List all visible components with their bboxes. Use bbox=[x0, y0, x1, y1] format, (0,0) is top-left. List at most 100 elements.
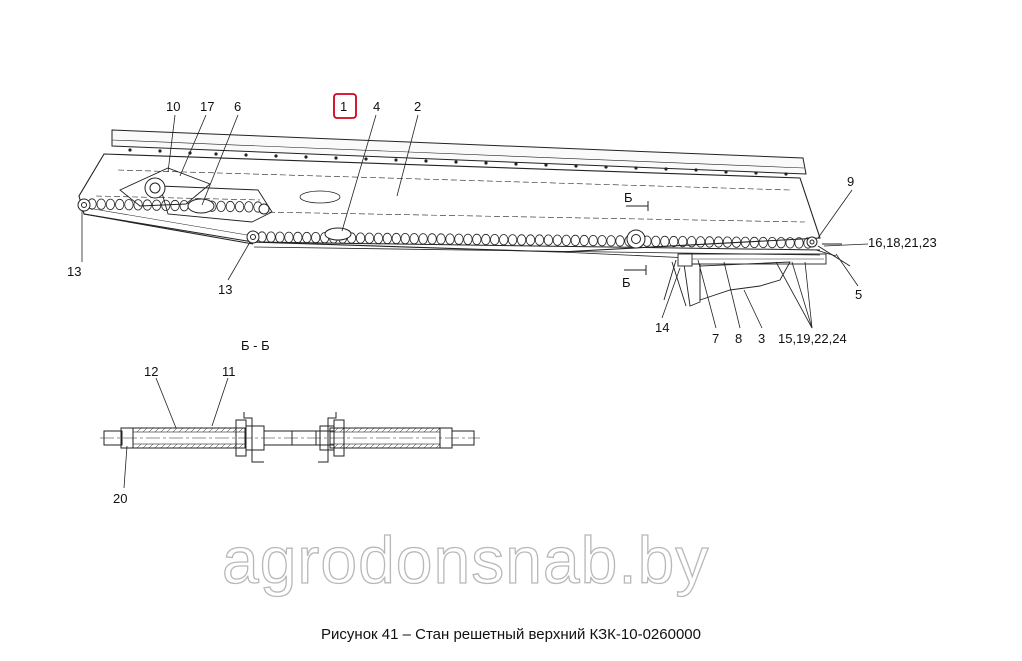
hatch-line bbox=[226, 427, 232, 433]
hatch-line bbox=[357, 443, 363, 449]
hatch-line bbox=[142, 427, 148, 433]
hatch-line bbox=[339, 427, 345, 433]
hatch-line bbox=[190, 443, 196, 449]
hatch-line bbox=[435, 443, 441, 449]
roller bbox=[105, 198, 116, 210]
roller bbox=[490, 234, 500, 246]
section-markers bbox=[624, 201, 649, 275]
roller bbox=[152, 199, 162, 211]
section-marker-top: Б bbox=[624, 190, 633, 205]
hatch-line bbox=[411, 443, 417, 449]
hatch-line bbox=[214, 427, 220, 433]
hatch-line bbox=[220, 443, 226, 449]
hatch-line bbox=[238, 427, 244, 433]
section-marker-bottom: Б bbox=[622, 275, 631, 290]
roller bbox=[400, 233, 410, 245]
roller bbox=[695, 236, 706, 248]
hatch-line bbox=[429, 427, 435, 433]
roller bbox=[115, 198, 125, 211]
hatch-line bbox=[154, 427, 160, 433]
callout-16-18-21-23: 16,18,21,23 bbox=[868, 235, 937, 250]
hatch-line bbox=[166, 443, 172, 449]
roller bbox=[302, 231, 312, 244]
roller bbox=[179, 200, 189, 212]
hatch-line bbox=[208, 443, 214, 449]
hatch-line bbox=[393, 427, 399, 433]
roller bbox=[391, 232, 401, 245]
hatch-line bbox=[208, 427, 214, 433]
roller bbox=[266, 231, 276, 243]
hatch-line bbox=[363, 443, 369, 449]
hatch-line bbox=[339, 443, 345, 449]
roller bbox=[525, 234, 536, 246]
hatch-line bbox=[399, 443, 405, 449]
roller bbox=[767, 237, 777, 249]
shaft-section bbox=[100, 412, 480, 463]
hatch-line bbox=[232, 443, 238, 449]
roller bbox=[516, 234, 527, 246]
hatch-line bbox=[375, 443, 381, 449]
hatch-line bbox=[160, 427, 166, 433]
hatch-line bbox=[399, 427, 405, 433]
roller bbox=[382, 232, 392, 244]
hatch-line bbox=[202, 427, 208, 433]
roller bbox=[651, 235, 661, 247]
hatch-line bbox=[369, 443, 375, 449]
hatch-line bbox=[178, 427, 184, 433]
roller bbox=[499, 234, 509, 246]
hatch-line bbox=[405, 427, 411, 433]
roller bbox=[124, 199, 134, 211]
roller bbox=[481, 233, 491, 246]
roller bbox=[588, 235, 598, 247]
hatch-line bbox=[226, 443, 232, 449]
roller bbox=[579, 234, 589, 247]
hatch-line bbox=[172, 427, 178, 433]
hatch-line bbox=[363, 427, 369, 433]
roller bbox=[758, 236, 768, 249]
shaft-hatching bbox=[136, 427, 441, 449]
roller bbox=[678, 236, 688, 248]
roller bbox=[507, 234, 518, 246]
hatch-line bbox=[148, 427, 154, 433]
hatch-line bbox=[196, 427, 202, 433]
roller bbox=[570, 234, 580, 246]
roller bbox=[142, 199, 152, 211]
bearings bbox=[77, 177, 818, 249]
roller bbox=[225, 200, 235, 213]
callout-2: 2 bbox=[414, 99, 421, 114]
roller bbox=[552, 234, 563, 246]
hatch-line bbox=[136, 427, 142, 433]
callout-6: 6 bbox=[234, 99, 241, 114]
roller bbox=[785, 237, 795, 249]
roller bbox=[660, 235, 670, 247]
hatch-line bbox=[220, 427, 226, 433]
roller bbox=[472, 233, 482, 245]
roller bbox=[275, 231, 285, 243]
watermark-text: agrodonsnab.by bbox=[222, 523, 709, 597]
hatch-line bbox=[393, 443, 399, 449]
roller bbox=[311, 232, 321, 244]
roller bbox=[722, 236, 733, 248]
hatch-line bbox=[178, 443, 184, 449]
hatch-line bbox=[184, 427, 190, 433]
hatch-line bbox=[196, 443, 202, 449]
roller bbox=[170, 199, 180, 212]
callout-9: 9 bbox=[847, 174, 854, 189]
roller bbox=[669, 235, 679, 248]
callout-13-mid: 13 bbox=[218, 282, 232, 297]
hatch-line bbox=[375, 427, 381, 433]
roller bbox=[454, 233, 464, 245]
right-drive-assembly bbox=[663, 243, 851, 307]
callout-20: 20 bbox=[113, 491, 127, 506]
hatch-line bbox=[369, 427, 375, 433]
roller bbox=[731, 236, 742, 248]
callout-14: 14 bbox=[655, 320, 669, 335]
roller bbox=[615, 235, 625, 247]
callout-8: 8 bbox=[735, 331, 742, 346]
roller bbox=[373, 232, 383, 244]
callout-10: 10 bbox=[166, 99, 180, 114]
hatch-line bbox=[417, 427, 423, 433]
hatch-line bbox=[411, 427, 417, 433]
hatch-line bbox=[351, 443, 357, 449]
